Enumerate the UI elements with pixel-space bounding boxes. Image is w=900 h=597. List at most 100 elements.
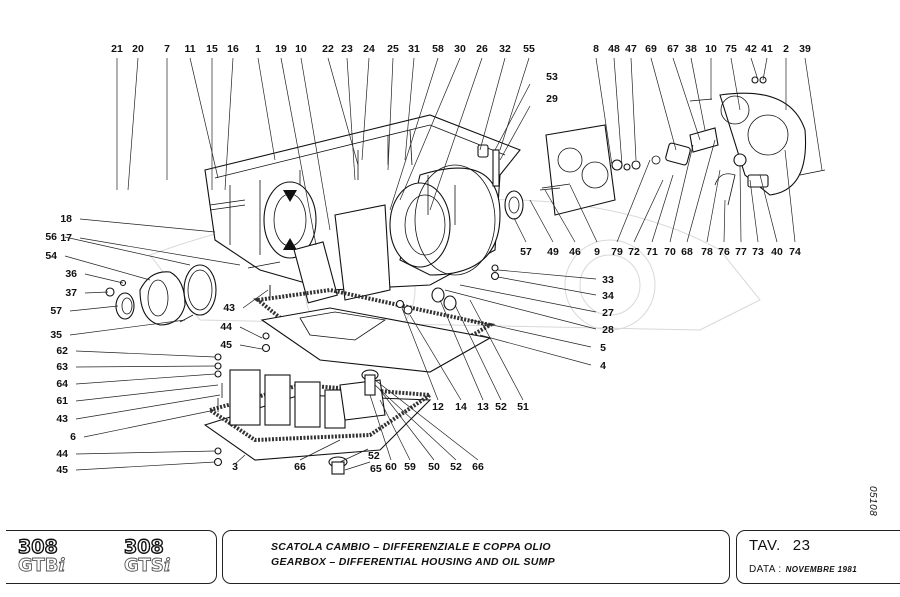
leader-line (344, 461, 371, 471)
callout-78: 78 (701, 246, 713, 258)
leader-line (84, 291, 109, 294)
callout-5: 5 (600, 342, 606, 354)
leader-line (529, 199, 554, 243)
leader-line (399, 57, 461, 201)
logo-gts-suffix: i (163, 555, 171, 576)
callout-42: 42 (745, 43, 757, 55)
callout-27: 27 (602, 307, 614, 319)
callout-21: 21 (111, 43, 123, 55)
leader-line (239, 344, 263, 350)
callout-66: 66 (472, 461, 484, 473)
leader-line (239, 326, 263, 339)
leader-line (369, 394, 392, 461)
leader-line (569, 184, 598, 243)
leader-line (64, 236, 191, 266)
leader-line (83, 409, 216, 438)
leader-line (379, 399, 411, 461)
callout-74: 74 (789, 246, 801, 258)
logo-gts-text: GTS (124, 555, 165, 576)
sheet-number: TAV.23 (749, 537, 810, 554)
date-value: NOVEMBRE 1981 (785, 565, 858, 574)
leader-line (650, 57, 677, 151)
callout-20: 20 (132, 43, 144, 55)
title-english: GEARBOX – DIFFERENTIAL HOUSING AND OIL S… (271, 556, 555, 568)
leader-line (686, 139, 716, 243)
leader-line (242, 289, 269, 309)
callout-17: 17 (60, 232, 72, 244)
upper-gasket-and-plate (253, 264, 500, 373)
leader-line (379, 389, 435, 461)
leader-line (300, 57, 331, 231)
logo-gtbi: GTBi (18, 555, 66, 576)
leader-line (75, 394, 221, 420)
leader-line (404, 57, 415, 161)
leader-line (469, 319, 592, 348)
callout-32: 32 (499, 43, 511, 55)
leader-line (409, 314, 462, 401)
callout-6: 6 (70, 431, 76, 443)
leader-line (339, 448, 369, 463)
gearbox-housing (204, 114, 521, 304)
drawing-title-box: SCATOLA CAMBIO – DIFFERENZIALE E COPPA O… (222, 530, 730, 584)
leader-line (64, 255, 151, 281)
callout-56: 56 (45, 231, 57, 243)
leader-line (544, 189, 576, 243)
leader-line (759, 174, 778, 243)
callout-12: 12 (432, 401, 444, 413)
leader-line (389, 57, 439, 211)
leader-line (595, 57, 613, 166)
callout-7: 7 (164, 43, 170, 55)
callout-63: 63 (56, 361, 68, 373)
callout-75: 75 (725, 43, 737, 55)
leader-line (79, 237, 241, 266)
callout-49: 49 (547, 246, 559, 258)
callout-26: 26 (476, 43, 488, 55)
callout-58: 58 (432, 43, 444, 55)
callout-18: 18 (60, 213, 72, 225)
callout-51: 51 (517, 401, 529, 413)
drawing-reference-code: 05108 (867, 486, 878, 517)
callout-54: 54 (45, 250, 57, 262)
callout-65: 65 (370, 463, 382, 475)
leader-line (479, 57, 506, 151)
leader-line (479, 334, 592, 366)
leader-line (762, 57, 768, 81)
leader-line (651, 174, 674, 243)
leader-line (497, 269, 597, 280)
leader-line (75, 350, 216, 358)
callout-40: 40 (771, 246, 783, 258)
differential-cover-parts (504, 76, 826, 220)
leader-line (497, 276, 597, 296)
callout-77: 77 (735, 246, 747, 258)
leader-line (127, 57, 139, 191)
leader-line (75, 365, 216, 368)
leader-line (672, 57, 701, 141)
callout-66: 66 (294, 461, 306, 473)
left-flange-parts (105, 264, 271, 326)
leader-line (499, 57, 530, 151)
callout-72: 72 (628, 246, 640, 258)
callout-44: 44 (56, 448, 68, 460)
tav-number: 23 (792, 537, 811, 554)
leader-line (79, 218, 216, 233)
callout-48: 48 (608, 43, 620, 55)
leader-line (784, 149, 796, 243)
callout-45: 45 (56, 464, 68, 476)
oil-sump-assembly (203, 353, 436, 475)
logo-gtb-suffix: i (58, 555, 66, 576)
leader-line (439, 299, 484, 401)
callout-41: 41 (761, 43, 773, 55)
leader-line (374, 384, 457, 461)
date-line: DATA :NOVEMBRE 1981 (749, 564, 857, 575)
callout-38: 38 (685, 43, 697, 55)
leader-line (706, 169, 721, 243)
leader-line (401, 307, 439, 401)
callout-53: 53 (546, 71, 558, 83)
callout-2: 2 (783, 43, 789, 55)
callout-69: 69 (645, 43, 657, 55)
logo-308-gtb-number: 308 (17, 536, 58, 558)
callout-57: 57 (50, 305, 62, 317)
callout-67: 67 (667, 43, 679, 55)
leader-line (75, 461, 216, 471)
leader-line (494, 83, 531, 151)
